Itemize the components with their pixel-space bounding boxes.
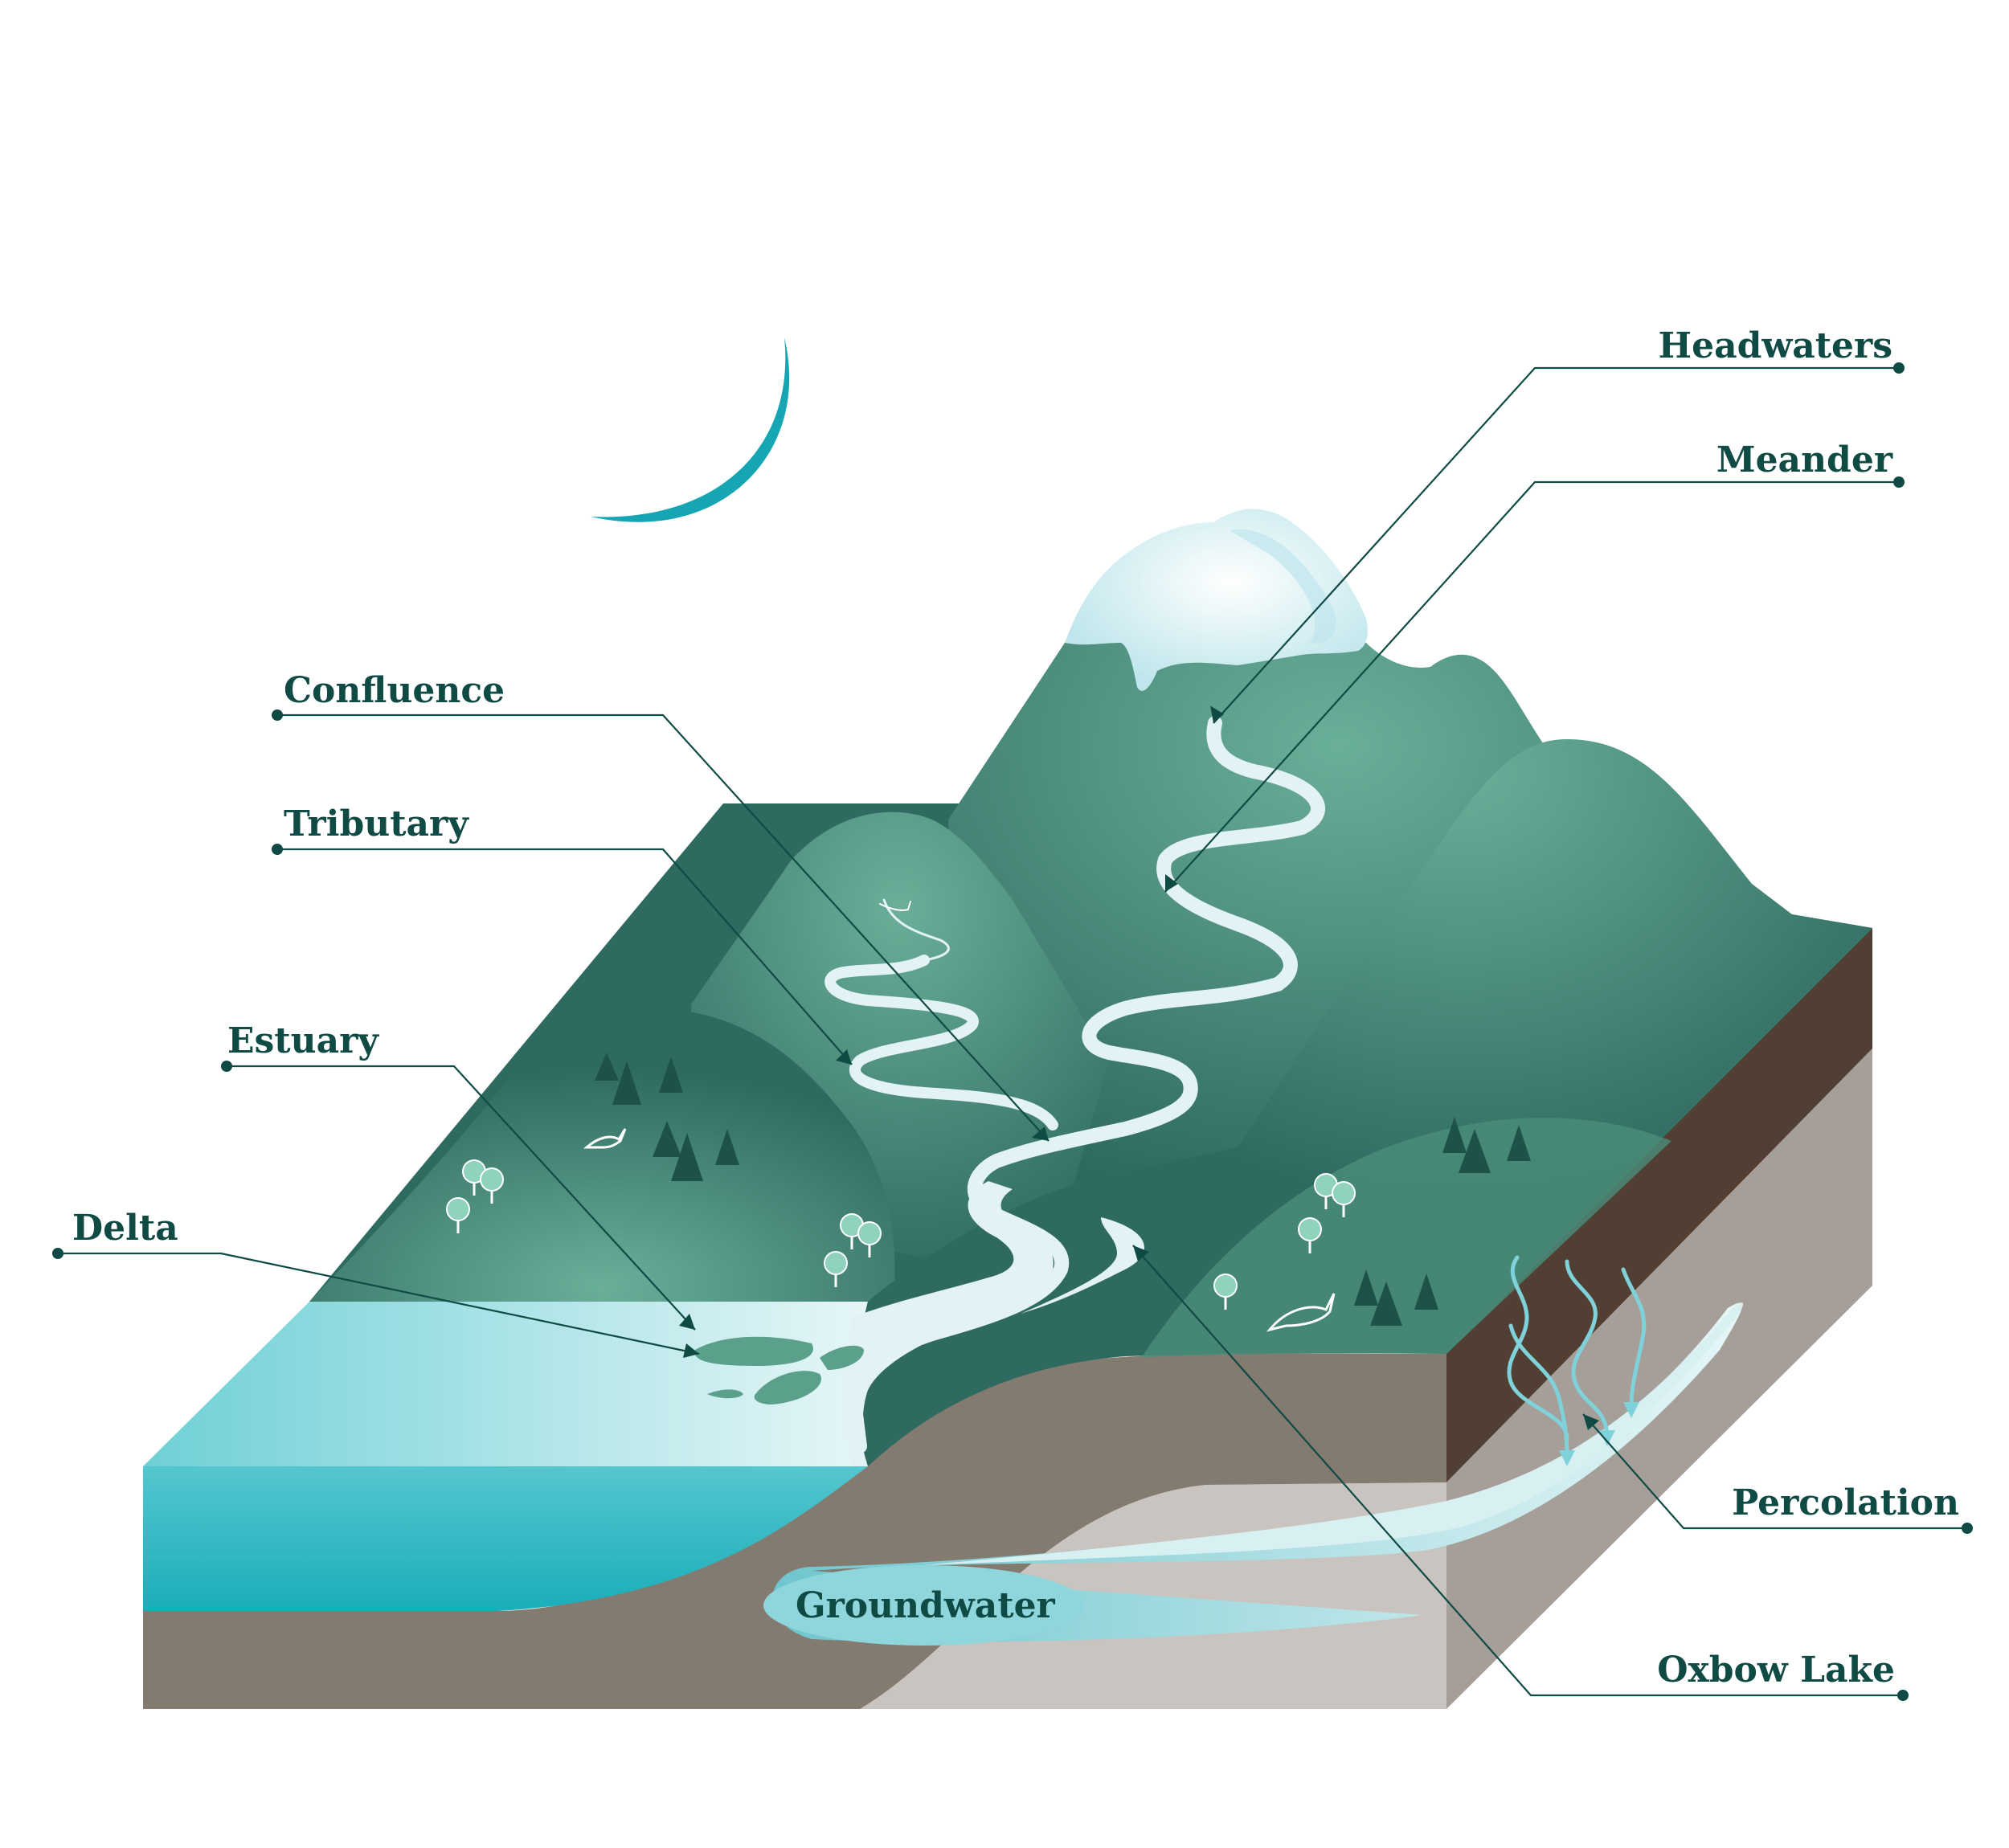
label-confluence: Confluence [284, 670, 505, 711]
label-meander: Meander [1716, 440, 1893, 480]
label-delta: Delta [72, 1208, 178, 1249]
oxbow-lake [1021, 1217, 1144, 1314]
leader-dots [52, 362, 1973, 1701]
rock-side-face [1446, 1049, 1872, 1709]
river-mouth [845, 1181, 1054, 1466]
percolation-arrows [1507, 1255, 1647, 1457]
delta-island-4 [707, 1389, 743, 1399]
goat-icon [879, 901, 911, 911]
label-headwaters: Headwaters [1659, 325, 1893, 366]
label-estuary: Estuary [227, 1020, 379, 1061]
round-trees [446, 1159, 1356, 1310]
label-oxbow-lake: Oxbow Lake [1657, 1650, 1895, 1691]
delta-island-3 [820, 1345, 864, 1370]
soil-layer [143, 1353, 1446, 1709]
crescent-moon [591, 337, 790, 522]
tributary-river [824, 955, 1058, 1130]
label-groundwater: Groundwater [796, 1585, 1056, 1626]
tributary-source [882, 898, 950, 962]
label-tributary: Tributary [284, 803, 469, 844]
delta-island-2 [754, 1371, 821, 1404]
leader-lines [58, 366, 1965, 1697]
right-lowland [1141, 1118, 1671, 1358]
label-percolation: Percolation [1732, 1482, 1959, 1523]
sea-top-surface [143, 1302, 868, 1466]
leader-arrowheads [679, 705, 1599, 1430]
groundwater-pool [763, 1565, 1085, 1646]
main-river [849, 716, 1325, 1453]
percolation-arrowheads [1559, 1402, 1639, 1466]
soil-side-face [1446, 928, 1872, 1482]
rabbit-icon [583, 1128, 627, 1149]
pine-trees [595, 1053, 1531, 1326]
main-river-upper-thin [1212, 722, 1320, 805]
sea-front-face [143, 1466, 868, 1611]
rabbit-icon-2 [1266, 1293, 1336, 1332]
delta-island-1 [694, 1336, 813, 1366]
snow-cap-shade [1230, 529, 1336, 644]
front-left-hill [309, 1007, 895, 1318]
